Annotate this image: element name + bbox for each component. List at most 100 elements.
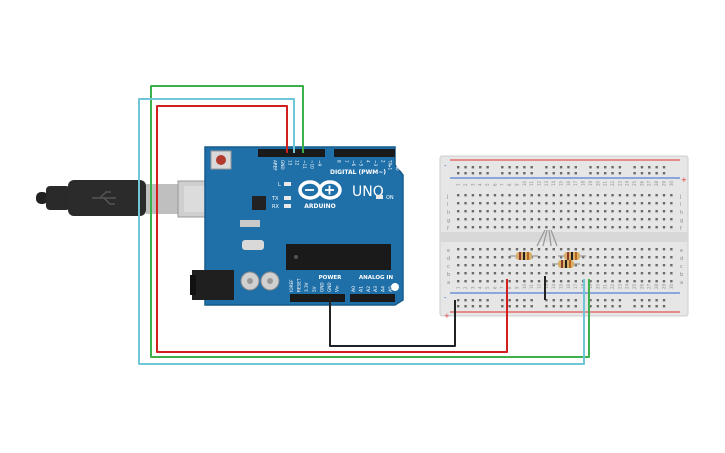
- rail-hole: [464, 172, 467, 175]
- resistor-1[interactable]: [510, 252, 538, 260]
- wire-cyan[interactable]: [138, 98, 585, 365]
- breadboard-hole: [604, 272, 607, 275]
- breadboard-hole: [552, 226, 555, 229]
- breadboard-hole: [670, 248, 673, 251]
- reset-button[interactable]: [210, 150, 232, 170]
- breadboard-hole: [515, 194, 519, 197]
- breadboard-hole: [486, 256, 489, 259]
- rail-hole: [574, 305, 577, 308]
- column-number: 22: [610, 283, 615, 289]
- breadboard-hole: [508, 194, 511, 197]
- breadboard-hole: [545, 218, 548, 221]
- breadboard-center-channel: [440, 232, 688, 242]
- breadboard-hole: [662, 280, 666, 283]
- breadboard-hole: [618, 194, 622, 197]
- rail-hole: [486, 172, 489, 175]
- breadboard-hole: [574, 194, 577, 197]
- row-letter: g: [447, 218, 450, 224]
- breadboard-hole: [552, 264, 555, 267]
- rail-minus-bottom: -: [444, 294, 447, 302]
- breadboard-hole: [457, 272, 460, 275]
- usb-icon: [92, 191, 116, 205]
- rail-hole: [552, 172, 555, 175]
- breadboard-hole: [464, 272, 467, 275]
- breadboard-hole: [457, 256, 460, 259]
- rail-hole: [530, 299, 533, 302]
- breadboard-hole: [486, 218, 489, 221]
- rail-hole: [567, 172, 570, 175]
- breadboard-hole: [479, 218, 482, 221]
- wire-red[interactable]: [156, 105, 508, 353]
- breadboard-hole: [552, 256, 555, 259]
- column-number: 17: [573, 180, 578, 186]
- breadboard-hole: [604, 202, 607, 205]
- breadboard-hole: [493, 256, 497, 259]
- breadboard-hole: [640, 272, 644, 275]
- breadboard-hole: [508, 280, 511, 283]
- breadboard-hole: [537, 272, 541, 275]
- breadboard-hole: [618, 202, 622, 205]
- breadboard-hole: [611, 256, 614, 259]
- wire-green[interactable]: [150, 85, 590, 358]
- row-letter: d: [447, 256, 450, 262]
- breadboard-hole: [493, 226, 497, 229]
- breadboard-hole: [486, 272, 489, 275]
- breadboard-hole: [471, 226, 475, 229]
- breadboard-hole: [493, 248, 497, 251]
- breadboard-hole: [626, 226, 629, 229]
- row-letter: e: [447, 248, 450, 254]
- column-number: 27: [647, 180, 652, 186]
- usb-cable[interactable]: [36, 180, 231, 218]
- column-number: 28: [654, 180, 659, 186]
- rail-hole: [604, 166, 607, 169]
- breadboard-hole: [471, 272, 475, 275]
- breadboard-hole: [626, 202, 629, 205]
- rail-hole: [559, 299, 563, 302]
- rail-hole: [479, 305, 482, 308]
- power-jack[interactable]: [192, 270, 234, 300]
- breadboard-hole: [670, 202, 673, 205]
- rail-hole: [618, 172, 622, 175]
- column-number: 9: [514, 286, 519, 289]
- rail-hole: [604, 299, 607, 302]
- breadboard-hole: [589, 280, 592, 283]
- rail-hole: [552, 299, 555, 302]
- rail-hole: [552, 166, 555, 169]
- wire-black[interactable]: [329, 298, 456, 347]
- breadboard-hole: [633, 226, 636, 229]
- breadboard-hole: [501, 202, 504, 205]
- breadboard-hole: [633, 194, 636, 197]
- breadboard-hole: [604, 256, 607, 259]
- usb-chip: [252, 196, 266, 210]
- breadboard-hole: [626, 264, 629, 267]
- rail-hole: [640, 305, 644, 308]
- column-number: 29: [661, 180, 666, 186]
- resistor-2[interactable]: [558, 252, 586, 260]
- breadboard-hole: [640, 226, 644, 229]
- breadboard-hole: [515, 264, 519, 267]
- rail-hole: [655, 299, 658, 302]
- breadboard-hole: [471, 256, 475, 259]
- breadboard-hole: [523, 272, 526, 275]
- breadboard-holes: [457, 166, 673, 308]
- breadboard-hole: [464, 256, 467, 259]
- power-pin-label: 5V: [312, 286, 317, 292]
- breadboard-hole: [545, 210, 548, 213]
- resistor-3[interactable]: [552, 260, 580, 268]
- row-letter: j: [446, 194, 448, 200]
- breadboard-hole: [589, 194, 592, 197]
- breadboard-hole: [457, 226, 460, 229]
- breadboard-hole: [486, 210, 489, 213]
- breadboard-hole: [530, 210, 533, 213]
- column-number: 21: [603, 283, 608, 289]
- column-number: 21: [603, 180, 608, 186]
- breadboard-hole: [596, 194, 600, 197]
- breadboard-hole: [493, 210, 497, 213]
- rgb-led[interactable]: [536, 229, 558, 247]
- column-number: 13: [544, 283, 549, 289]
- breadboard-hole: [662, 264, 666, 267]
- capacitor-1: [240, 271, 260, 291]
